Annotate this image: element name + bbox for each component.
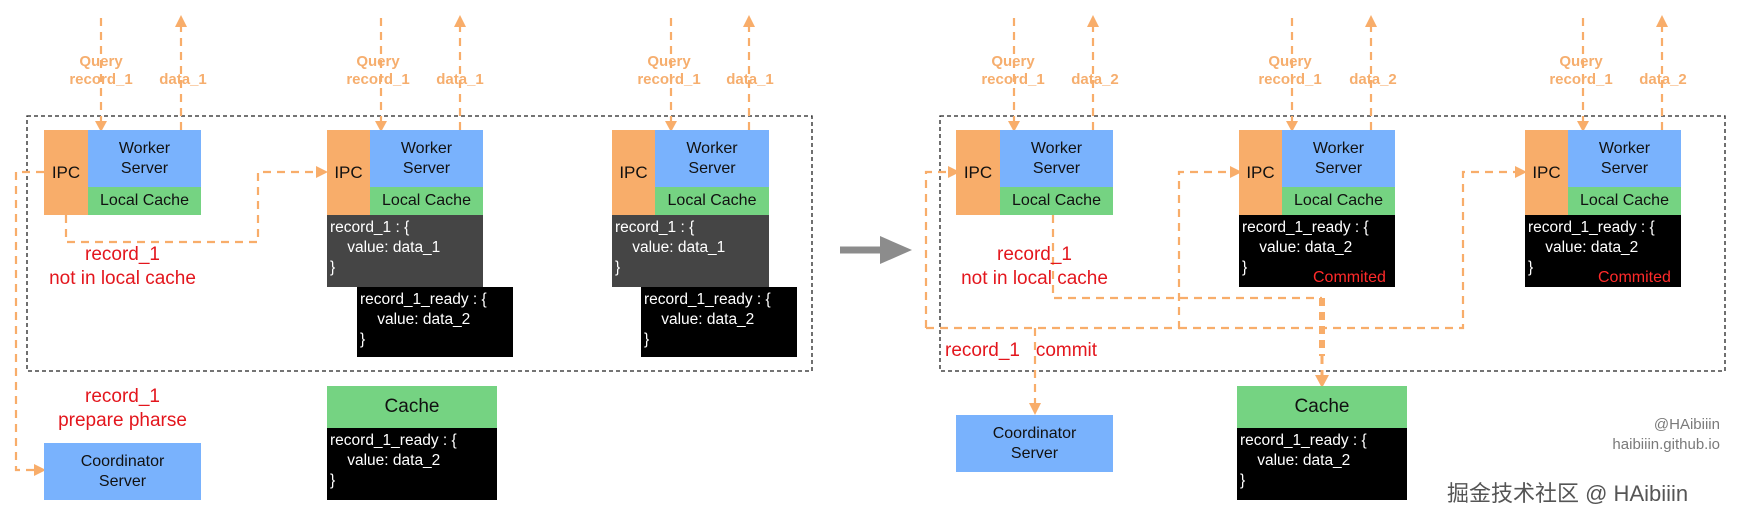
arrowhead bbox=[948, 166, 960, 178]
commited-label: Commited bbox=[1598, 269, 1671, 286]
local-cache-box: Local Cache bbox=[1568, 187, 1681, 215]
ipc-box: IPC bbox=[44, 130, 88, 215]
arrowhead bbox=[95, 121, 107, 132]
arrowhead bbox=[743, 15, 755, 27]
response-label: data_1 bbox=[726, 71, 774, 88]
cache-record: record_1_ready : { value: data_2 } bbox=[1237, 428, 1407, 500]
prepared-record: record_1_ready : { value: data_2 } bbox=[641, 287, 797, 357]
cache-miss-note: record_1 not in local cache bbox=[49, 244, 196, 289]
cache-miss-note: record_1 not in local cache bbox=[961, 244, 1108, 289]
worker-server-box: Worker Server bbox=[1282, 130, 1395, 187]
arrowhead bbox=[665, 121, 677, 132]
query-label: Query record_1 bbox=[346, 53, 410, 88]
broadcast-line bbox=[1179, 170, 1517, 330]
arrowhead bbox=[1315, 375, 1329, 388]
arrowhead bbox=[1230, 166, 1242, 178]
response-label: data_1 bbox=[159, 71, 207, 88]
ipc-box: IPC bbox=[956, 130, 1000, 215]
coordinator-server-box: Coordinator Server bbox=[44, 443, 201, 500]
arrowhead bbox=[1515, 166, 1527, 178]
prepare-line bbox=[14, 170, 44, 472]
worker-server-box: Worker Server bbox=[370, 130, 483, 187]
commited-label: Commited bbox=[1313, 269, 1386, 286]
arrowhead bbox=[1286, 121, 1298, 132]
arrowhead bbox=[1029, 403, 1041, 415]
local-cache-box: Local Cache bbox=[88, 187, 201, 215]
arrowhead bbox=[1008, 121, 1020, 132]
broadcast-line bbox=[926, 170, 1232, 330]
arrowhead bbox=[1577, 121, 1589, 132]
site-credit: haibiiin.github.io bbox=[1612, 436, 1720, 453]
coordinator-server-box: Coordinator Server bbox=[956, 415, 1113, 472]
worker-server-box: Worker Server bbox=[655, 130, 769, 187]
arrowhead bbox=[1087, 15, 1099, 27]
cache-title: Cache bbox=[327, 386, 497, 428]
cache-record: record_1_ready : { value: data_2 } bbox=[327, 428, 497, 500]
miss-forward-line bbox=[64, 170, 318, 244]
worker-server-box: Worker Server bbox=[1000, 130, 1113, 187]
worker-cluster-border-after bbox=[939, 115, 1726, 372]
arrowhead bbox=[375, 121, 387, 132]
query-label: Query record_1 bbox=[981, 53, 1045, 88]
phase-note: record_1 prepare pharse bbox=[58, 386, 187, 431]
arrowhead bbox=[175, 15, 187, 27]
phase-note: record_1 commit bbox=[945, 340, 1098, 361]
worker-server-box: Worker Server bbox=[88, 130, 201, 187]
author-credit: @HAibiiin bbox=[1653, 416, 1720, 433]
arrowhead bbox=[1365, 15, 1377, 27]
committed-record: record_1_ready : { value: data_2 } bbox=[1525, 215, 1681, 287]
response-label: data_2 bbox=[1349, 71, 1397, 88]
ipc-box: IPC bbox=[327, 130, 370, 215]
worker-cluster-border-before bbox=[26, 115, 813, 372]
arrowhead bbox=[316, 166, 328, 178]
query-label: Query record_1 bbox=[1258, 53, 1322, 88]
committed-record: record_1_ready : { value: data_2 } bbox=[1239, 215, 1395, 287]
transition-arrow bbox=[840, 236, 912, 264]
arrowhead bbox=[34, 464, 46, 476]
watermark: 掘金技术社区 @ HAibiiin bbox=[1447, 481, 1689, 506]
cache-title: Cache bbox=[1237, 386, 1407, 428]
local-cache-record: record_1 : { value: data_1 } bbox=[327, 215, 483, 287]
broadcast-line bbox=[924, 170, 950, 328]
arrowhead bbox=[1656, 15, 1668, 27]
prepared-record: record_1_ready : { value: data_2 } bbox=[357, 287, 513, 357]
local-cache-box: Local Cache bbox=[655, 187, 769, 215]
ipc-box: IPC bbox=[1239, 130, 1282, 215]
query-label: Query record_1 bbox=[1549, 53, 1613, 88]
query-label: Query record_1 bbox=[69, 53, 133, 88]
response-label: data_2 bbox=[1071, 71, 1119, 88]
worker-server-box: Worker Server bbox=[1568, 130, 1681, 187]
arrowhead bbox=[454, 15, 466, 27]
local-cache-box: Local Cache bbox=[1282, 187, 1395, 215]
response-label: data_2 bbox=[1639, 71, 1687, 88]
response-label: data_1 bbox=[436, 71, 484, 88]
query-label: Query record_1 bbox=[637, 53, 701, 88]
local-cache-box: Local Cache bbox=[370, 187, 483, 215]
ipc-box: IPC bbox=[1525, 130, 1568, 215]
ipc-box: IPC bbox=[612, 130, 655, 215]
local-cache-box: Local Cache bbox=[1000, 187, 1113, 215]
local-cache-record: record_1 : { value: data_1 } bbox=[612, 215, 769, 287]
